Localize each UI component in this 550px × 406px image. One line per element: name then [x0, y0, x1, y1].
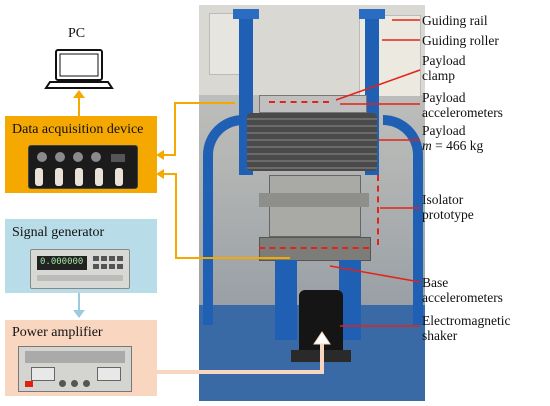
payload-clamp-label-1: Payload	[422, 53, 466, 68]
power-amplifier-title: Power amplifier	[12, 325, 103, 340]
shaker-label-1: Electromagnetic	[422, 313, 511, 328]
pc-label: PC	[68, 26, 86, 41]
guiding-rail-label: Guiding rail	[422, 13, 488, 28]
payload-label-1: Payload	[422, 123, 466, 138]
signal-generator-title: Signal generator	[12, 225, 105, 240]
power-amplifier-image	[18, 346, 132, 392]
payload-accelerometers-label-1: Payload	[422, 90, 466, 105]
payload-clamp-label-2: clamp	[422, 68, 455, 83]
signal-generator-display: 0.000000	[37, 256, 87, 270]
payload-accelerometers-label-2: accelerometers	[422, 105, 503, 120]
payload-mass-symbol: m	[422, 138, 432, 153]
signal-generator-image: 0.000000	[30, 249, 130, 289]
isolator-label-1: Isolator	[422, 192, 464, 207]
daq-device-image	[28, 145, 138, 189]
payload-mass-label: m = 466 kg	[422, 138, 483, 153]
base-accelerometers-label-2: accelerometers	[422, 290, 503, 305]
payload-mass-value: = 466 kg	[431, 138, 484, 153]
shaker-label-2: shaker	[422, 328, 458, 343]
guiding-roller-label: Guiding roller	[422, 33, 499, 48]
test-rig-photo	[199, 5, 425, 401]
daq-title: Data acquisition device	[12, 122, 144, 137]
base-accelerometers-label-1: Base	[422, 275, 449, 290]
isolator-label-2: prototype	[422, 207, 474, 222]
